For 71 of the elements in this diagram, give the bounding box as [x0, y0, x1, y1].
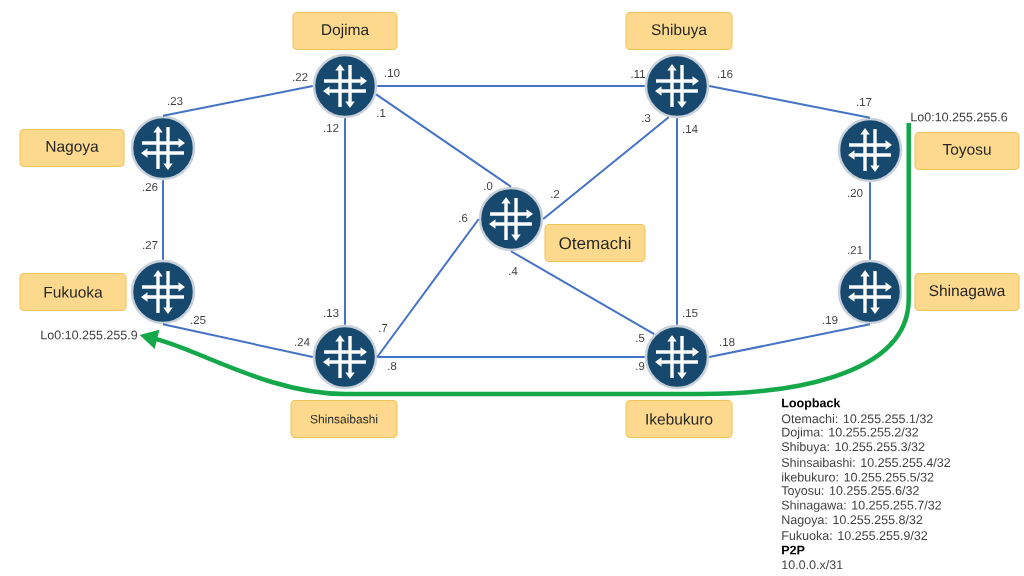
- list-heading: Loopback: [782, 398, 841, 410]
- address-text: Fukuoka: 10.255.255.9/32: [782, 530, 928, 540]
- router-icon: [837, 259, 903, 325]
- link-line: [708, 323, 871, 358]
- link-line: [708, 85, 871, 119]
- interface-label: .23: [168, 96, 183, 106]
- router-icon: [837, 117, 903, 183]
- loopback-label: Lo0:10.255.255.9: [41, 330, 138, 340]
- interface-label: .19: [823, 315, 838, 325]
- link-line: [376, 218, 480, 358]
- router-icon: [644, 324, 710, 390]
- name-box: Shinagawa: [914, 272, 1020, 312]
- link-line: [510, 250, 656, 336]
- interface-label: .18: [720, 337, 735, 347]
- interface-label: .1: [377, 109, 386, 117]
- name-box: Ikebukuro: [625, 399, 733, 439]
- address-text: Dojima: 10.255.255.2/32: [782, 427, 919, 440]
- interface-label: .27: [143, 241, 158, 249]
- link-line: [376, 356, 646, 358]
- interface-label: .17: [857, 98, 872, 106]
- interface-label: .9: [636, 361, 645, 371]
- name-box: Otemachi: [544, 223, 646, 263]
- interface-label: .22: [293, 73, 308, 81]
- interface-label: .14: [683, 125, 698, 133]
- interface-label: .3: [642, 113, 651, 123]
- name-box: Shibuya: [625, 11, 733, 51]
- interface-label: .12: [324, 124, 339, 132]
- interface-label: .11: [631, 70, 645, 78]
- address-text: ikebukuro: 10.255.255.5/32: [782, 472, 934, 482]
- interface-label: .25: [191, 315, 206, 325]
- address-text: Otemachi: 10.255.255.1/32: [781, 414, 933, 424]
- name-box: Toyosu: [914, 131, 1020, 171]
- address-text: 10.0.0.x/31: [782, 560, 843, 570]
- address-text: Toyosu: 10.255.255.6/32: [781, 485, 919, 498]
- interface-label: .7: [379, 324, 388, 332]
- interface-label: .15: [683, 309, 698, 317]
- interface-label: .13: [324, 308, 339, 318]
- list-heading: P2P: [782, 545, 805, 555]
- link-line: [162, 179, 164, 261]
- router-icon: [130, 115, 196, 181]
- name-box: Fukuoka: [19, 272, 127, 312]
- loopback-label: Lo0:10.255.255.6: [911, 112, 1008, 122]
- interface-label: .26: [143, 182, 158, 192]
- name-box: Nagoya: [19, 128, 125, 168]
- interface-label: .24: [295, 338, 310, 346]
- interface-label: .16: [718, 69, 733, 79]
- link-line: [162, 323, 314, 358]
- address-text: Shinagawa: 10.255.255.7/32: [781, 500, 942, 513]
- router-icon: [312, 324, 378, 390]
- address-text: Shinsaibashi: 10.255.255.4/32: [781, 457, 951, 467]
- link-line: [375, 93, 512, 188]
- router-icon: [312, 53, 378, 119]
- interface-label: .5: [636, 334, 645, 342]
- address-text: Shibuya: 10.255.255.3/32: [781, 442, 925, 454]
- link-line: [162, 85, 314, 117]
- link-line: [344, 117, 346, 326]
- interface-label: .4: [509, 267, 518, 275]
- interface-label: .0: [484, 181, 493, 191]
- interface-label: .21: [848, 246, 863, 254]
- interface-label: .20: [848, 188, 863, 198]
- name-box: Dojima: [292, 11, 398, 51]
- link-line: [542, 116, 670, 220]
- name-box: Shinsaibashi: [290, 399, 398, 439]
- link-line: [676, 117, 678, 326]
- interface-label: .2: [551, 190, 560, 198]
- interface-label: .8: [388, 361, 397, 371]
- address-text: Nagoya: 10.255.255.8/32: [782, 515, 923, 527]
- interface-label: .6: [459, 213, 468, 223]
- link-line: [869, 181, 871, 261]
- interface-label: .10: [385, 68, 400, 78]
- link-line: [376, 85, 646, 87]
